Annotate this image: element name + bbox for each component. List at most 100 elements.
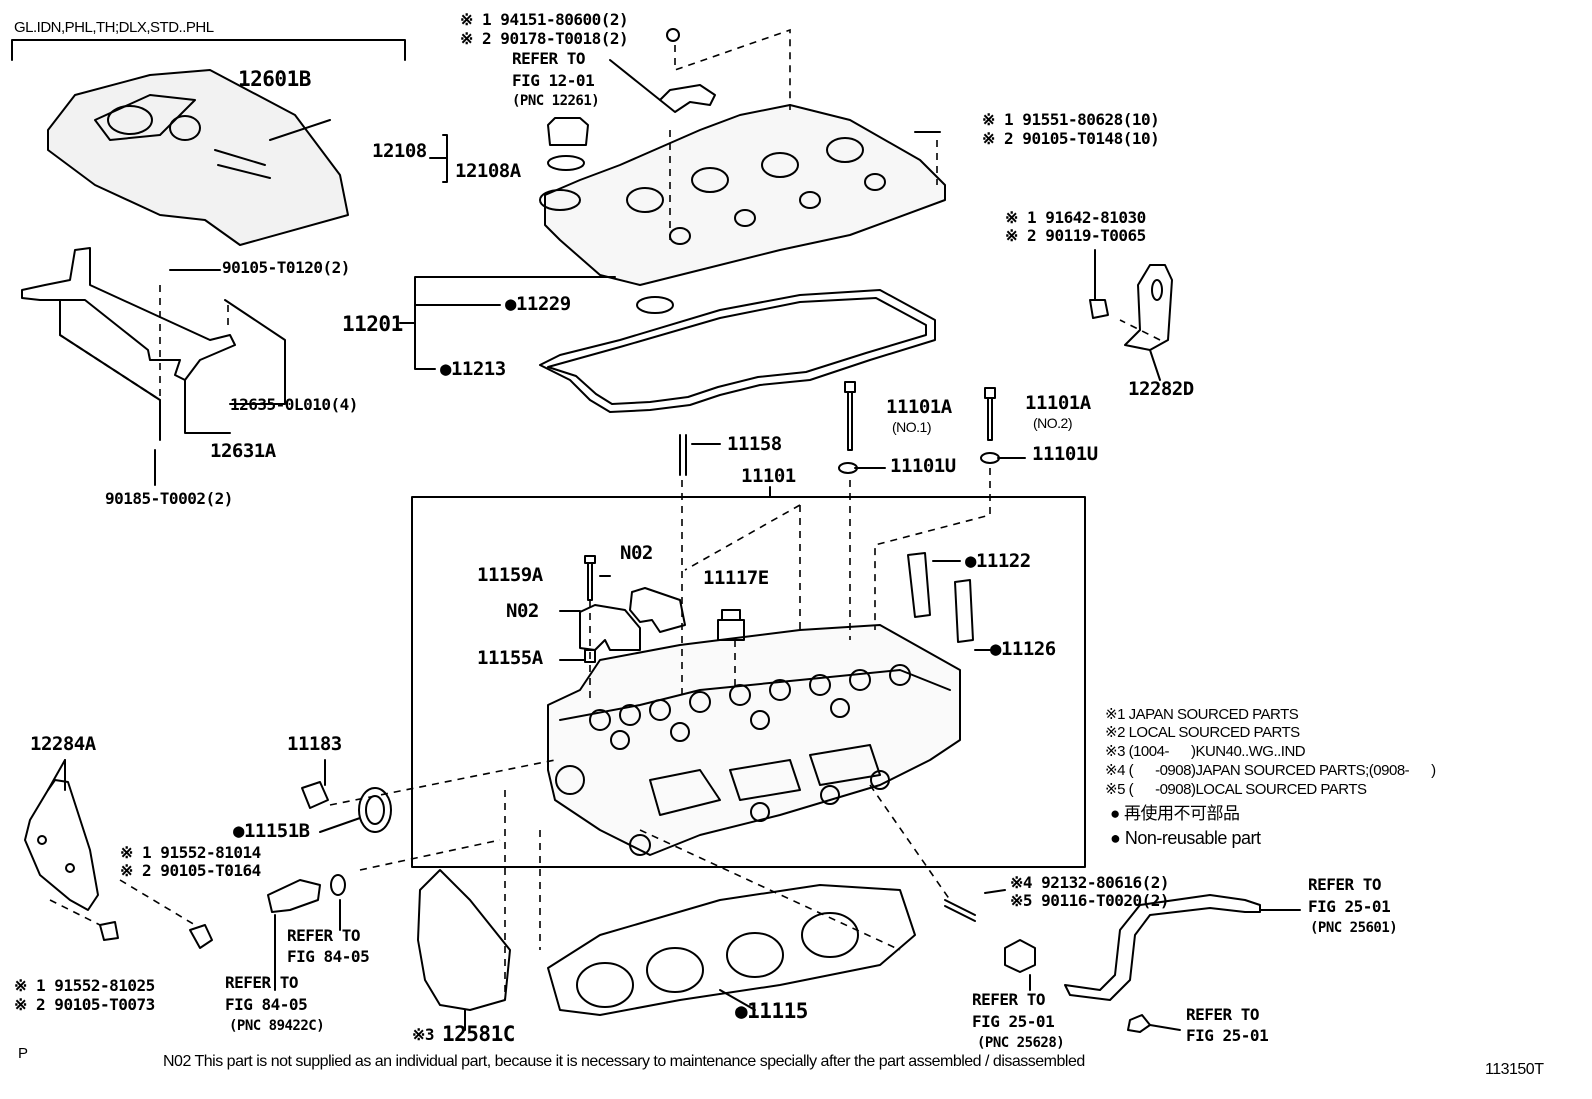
- head-bolt-no2: [984, 387, 996, 441]
- bolt-hanger-2: [99, 921, 119, 941]
- part-191642-2[interactable]: ※ 2 90119-T0065: [1005, 226, 1146, 245]
- part-12581C-prefix: ※3: [412, 1025, 435, 1044]
- part-11101[interactable]: 11101: [741, 465, 796, 487]
- legend-4: ※4 ( -0908)JAPAN SOURCED PARTS;(0908- ): [1105, 762, 1436, 779]
- corner-p: P: [18, 1045, 28, 1062]
- stud-92132: [944, 899, 976, 922]
- part-191552-2[interactable]: ※ 2 90105-T0164: [120, 861, 261, 880]
- part-11101A-no1[interactable]: 11101A: [886, 396, 952, 418]
- legend-7: Non-reusable part: [1124, 828, 1261, 848]
- ref-25-01a-c: (PNC 25628): [977, 1035, 1065, 1051]
- variant-header: GL.IDN,PHL,TH;DLX,STD..PHL: [14, 19, 214, 36]
- part-11229[interactable]: 11229: [505, 293, 571, 315]
- ref-25-01a-a[interactable]: REFER TO: [972, 990, 1046, 1009]
- part-194151-1[interactable]: ※ 1 94151-80600(2): [460, 10, 629, 29]
- legend-5: ※5 ( -0908)LOCAL SOURCED PARTS: [1105, 781, 1367, 798]
- part-12284A[interactable]: 12284A: [30, 733, 96, 755]
- non-reusable-dot-icon: ●: [1110, 804, 1124, 823]
- variant-bracket: [11, 39, 406, 61]
- ref-12-01-c: (PNC 12261): [512, 93, 600, 109]
- part-12581C[interactable]: 12581C: [442, 1022, 515, 1046]
- part-11159A[interactable]: 11159A: [477, 564, 543, 586]
- ref-25-01c-a[interactable]: REFER TO: [1186, 1005, 1260, 1024]
- part-11155A[interactable]: 11155A: [477, 647, 543, 669]
- stud-bolt: [679, 434, 687, 476]
- ref-12-01-b[interactable]: FIG 12-01: [512, 71, 595, 90]
- engine-cover: [47, 69, 349, 246]
- part-12108A[interactable]: 12108A: [455, 160, 521, 182]
- head-gasket: [547, 884, 916, 1016]
- part-11126[interactable]: 11126: [990, 638, 1056, 660]
- dowel-pin: [584, 649, 596, 663]
- guide-a: [907, 552, 931, 618]
- part-11183[interactable]: 11183: [287, 733, 342, 755]
- ref-25-01c-b[interactable]: FIG 25-01: [1186, 1026, 1269, 1045]
- head-washer-no2: [980, 452, 1000, 464]
- part-11101A-no1-sub: (NO.1): [892, 419, 932, 435]
- part-191551-2[interactable]: ※ 2 90105-T0148(10): [982, 129, 1160, 148]
- part-11101U-1[interactable]: 11101U: [890, 455, 956, 477]
- part-191552-1[interactable]: ※ 1 91552-81014: [120, 843, 261, 862]
- part-11158[interactable]: 11158: [727, 433, 782, 455]
- part-12635[interactable]: 12635-0L010(4): [230, 395, 358, 414]
- head-bolt-no1: [844, 381, 856, 451]
- part-12108[interactable]: 12108: [372, 140, 427, 162]
- part-92132-2[interactable]: ※5 90116-T0020(2): [1010, 891, 1170, 910]
- tube-gasket: [636, 296, 674, 314]
- part-92132-1[interactable]: ※4 92132-80616(2): [1010, 873, 1170, 892]
- cover-bracket: [21, 247, 236, 441]
- part-12282D[interactable]: 12282D: [1128, 378, 1194, 400]
- part-11122[interactable]: 11122: [965, 550, 1031, 572]
- part-12601B[interactable]: 12601B: [238, 67, 311, 91]
- ref-25-01a-b[interactable]: FIG 25-01: [972, 1012, 1055, 1031]
- ref-12-01-a[interactable]: REFER TO: [512, 49, 586, 68]
- ref-84-05b-a[interactable]: REFER TO: [225, 973, 299, 992]
- part-191551-1[interactable]: ※ 1 91551-80628(10): [982, 110, 1160, 129]
- legend-3: ※3 (1004- )KUN40..WG..IND: [1105, 743, 1306, 760]
- part-N02-b[interactable]: N02: [506, 600, 539, 622]
- part-11115[interactable]: 11115: [735, 1000, 808, 1022]
- part-11101A-no2-sub: (NO.2): [1033, 415, 1073, 431]
- engine-hanger: [1124, 264, 1173, 351]
- part-11201[interactable]: 11201: [342, 312, 403, 336]
- head-cover-gasket: [539, 289, 936, 413]
- oil-seal: [358, 787, 392, 833]
- ventilation-hose: [659, 84, 716, 113]
- legend-2: ※2 LOCAL SOURCED PARTS: [1105, 724, 1300, 741]
- guide-b: [954, 579, 974, 643]
- part-N02-a[interactable]: N02: [620, 542, 653, 564]
- part-11213[interactable]: 11213: [440, 358, 506, 380]
- ref-84-05a-a[interactable]: REFER TO: [287, 926, 361, 945]
- part-191642-1[interactable]: ※ 1 91642-81030: [1005, 208, 1146, 227]
- dowel-11183: [301, 781, 329, 809]
- non-reusable-dot-icon-2: ●: [1110, 828, 1125, 848]
- cylinder-head: [547, 624, 961, 856]
- ref-25-01b-a[interactable]: REFER TO: [1308, 875, 1382, 894]
- ref-84-05b-b[interactable]: FIG 84-05: [225, 995, 308, 1014]
- ref-84-05a-b[interactable]: FIG 84-05: [287, 947, 370, 966]
- plug: [717, 609, 745, 641]
- footer-note: N02 This part is not supplied as an indi…: [163, 1053, 1085, 1070]
- water-pipe: [1064, 894, 1261, 1001]
- part-90105-T0120[interactable]: 90105-T0120(2): [222, 258, 350, 277]
- part-11101U-2[interactable]: 11101U: [1032, 443, 1098, 465]
- cylinder-head-cover: [539, 104, 946, 286]
- legend-6: 再使用不可部品: [1124, 804, 1240, 823]
- part-90185[interactable]: 90185-T0002(2): [105, 489, 233, 508]
- part-11151B[interactable]: 11151B: [233, 820, 310, 842]
- figure-id: 113150T: [1485, 1061, 1544, 1078]
- oil-cap-gasket: [547, 155, 585, 171]
- part-191552b-1[interactable]: ※ 1 91552-81025: [14, 976, 155, 995]
- ref-84-05b-c: (PNC 89422C): [229, 1018, 325, 1034]
- part-11101A-no2[interactable]: 11101A: [1025, 392, 1091, 414]
- part-12631A[interactable]: 12631A: [210, 440, 276, 462]
- oil-filler-cap: [547, 117, 589, 146]
- legend-1: ※1 JAPAN SOURCED PARTS: [1105, 706, 1299, 723]
- engine-hanger-rear: [24, 779, 99, 911]
- part-191552b-2[interactable]: ※ 2 90105-T0073: [14, 995, 155, 1014]
- legend-non-reusable-jp: ● 再使用不可部品: [1110, 804, 1240, 823]
- part-194151-2[interactable]: ※ 2 90178-T0018(2): [460, 29, 629, 48]
- part-11117E[interactable]: 11117E: [703, 567, 769, 589]
- ref-25-01b-b[interactable]: FIG 25-01: [1308, 897, 1391, 916]
